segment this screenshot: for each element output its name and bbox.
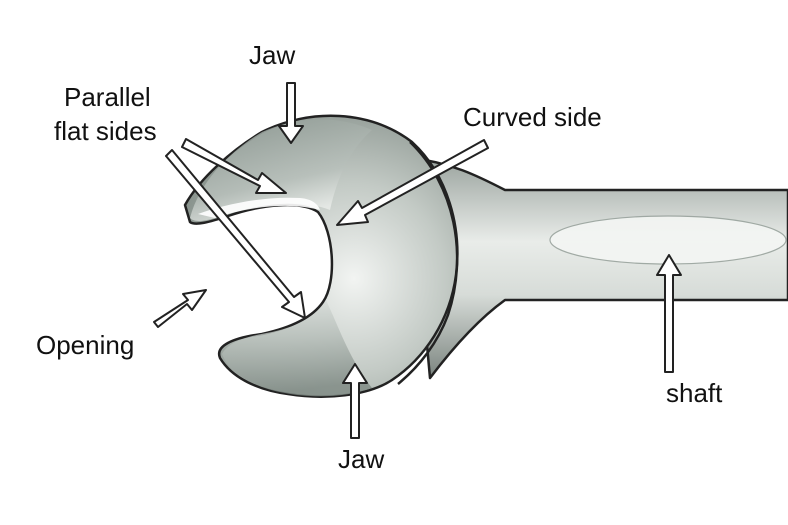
upper-flat-highlight xyxy=(198,197,320,218)
label-parallel-line2: flat sides xyxy=(54,116,157,146)
arrow-opening xyxy=(153,289,207,328)
label-opening: Opening xyxy=(36,330,135,360)
label-jaw-bottom: Jaw xyxy=(338,444,385,474)
label-parallel-line1: Parallel xyxy=(64,82,151,112)
label-shaft: shaft xyxy=(666,378,723,408)
arrow-parallel-upper xyxy=(181,138,287,194)
lower-jaw-shade xyxy=(222,300,372,397)
upper-jaw-shade xyxy=(190,119,372,221)
arrow-shaft xyxy=(656,254,682,373)
arrow-parallel-lower xyxy=(165,149,306,319)
arrow-jaw-top xyxy=(278,82,304,144)
wrench-shaft xyxy=(408,156,788,380)
arrow-curved-side xyxy=(336,139,489,226)
label-curved-side: Curved side xyxy=(463,102,602,132)
label-jaw-top: Jaw xyxy=(249,40,296,70)
arrow-jaw-bottom xyxy=(342,363,368,439)
head-neck-line xyxy=(397,141,459,385)
